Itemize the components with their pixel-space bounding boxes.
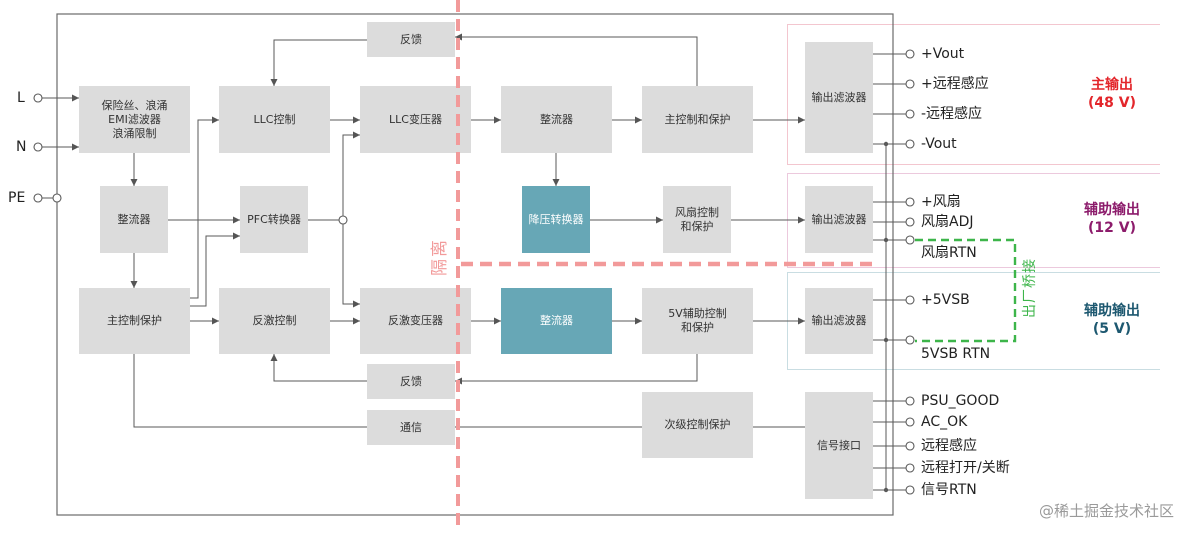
block-label-line: 5V辅助控制 — [668, 307, 727, 320]
block-label-line: PFC转换器 — [247, 212, 301, 226]
isolation-label: 隔离 — [430, 238, 450, 276]
block-label-line: EMI滤波器 — [108, 112, 161, 126]
block-label-line: 整流器 — [540, 112, 573, 126]
llc-transformer-block: LLC变压器 — [360, 86, 471, 153]
input-label-l: L — [17, 90, 25, 106]
output-label-fan-plus: +风扇 — [921, 194, 961, 210]
aux-12v-output-filter-block: 输出滤波器 — [805, 186, 873, 253]
feedback-top-block: 反馈 — [367, 22, 455, 57]
group-voltage: (12 V) — [1088, 220, 1136, 236]
block-label-line: 风扇控制 — [675, 205, 719, 219]
wire-primary-control-to-communication — [133, 354, 367, 428]
watermark: @稀土掘金技术社区 — [1038, 502, 1174, 520]
flyback-transformer-block: 反激变压器 — [360, 288, 471, 354]
output-label-vout-minus: -Vout — [921, 136, 957, 152]
output-label-5vsb-rtn: 5VSB RTN — [921, 346, 991, 362]
block-label-line: 整流器 — [540, 314, 573, 327]
block-label-line: LLC变压器 — [389, 112, 442, 126]
secondary-control-protection-block: 次级控制保护 — [642, 392, 753, 458]
block-label-line: 降压转换器 — [528, 212, 584, 226]
primary-control-protection-block: 主控制保护 — [79, 288, 190, 354]
wire-bus-to-llc-transformer — [342, 131, 360, 216]
output-label-remote-sense: 远程感应 — [921, 438, 977, 454]
feedback-bottom-block: 反馈 — [367, 364, 455, 399]
wire-feedback-to-flyback-control — [270, 354, 367, 382]
output-label-remote-sense-plus: +远程感应 — [921, 76, 989, 92]
block-label-line: 和保护 — [681, 321, 714, 334]
input-label-pe: PE — [8, 190, 26, 206]
return-bus — [883, 141, 889, 493]
group-title: 主输出 — [1091, 77, 1133, 93]
main-output-pins — [873, 49, 915, 149]
output-label-signal-rtn: 信号RTN — [921, 482, 977, 498]
output-label-5vsb: +5VSB — [921, 292, 970, 308]
main-output-title: 主输出 (48 V) — [1052, 76, 1172, 112]
aux-5v-output-filter-block: 输出滤波器 — [805, 288, 873, 354]
block-label-line: 保险丝、浪涌 — [101, 98, 168, 112]
input-label-n: N — [16, 139, 27, 155]
flyback-control-block: 反激控制 — [219, 288, 330, 354]
wire-main-control-to-feedback — [455, 33, 698, 86]
psu-enclosure-frame — [56, 13, 894, 516]
block-label-line: 通信 — [400, 420, 422, 434]
block-label-line: 浪涌限制 — [112, 126, 157, 140]
block-label-line: 次级控制保护 — [664, 418, 731, 431]
main-output-filter-block: 输出滤波器 — [805, 42, 873, 153]
input-terminal-n — [33, 142, 43, 152]
main-output-region — [787, 24, 1160, 165]
block-label-line: 整流器 — [117, 212, 151, 226]
llc-control-block: LLC控制 — [219, 86, 330, 153]
output-label-remote-sense-minus: -远程感应 — [921, 106, 983, 122]
pfc-bus-node — [338, 215, 348, 225]
group-voltage: (48 V) — [1088, 95, 1136, 111]
communication-block: 通信 — [367, 410, 455, 445]
aux-5v-control-protection-block: 5V辅助控制 和保护 — [642, 288, 753, 354]
block-label-line: LLC控制 — [253, 112, 296, 126]
aux-12v-output-pins — [873, 197, 915, 245]
wire-feedback-to-llc-control — [270, 39, 367, 86]
factory-bridge-label: 出厂桥接 — [1022, 258, 1038, 318]
input-rectifier-block: 整流器 — [100, 186, 168, 253]
block-label-line: 主控制保护 — [107, 314, 162, 327]
block-label-line: 信号接口 — [817, 438, 861, 452]
block-label-line: 和保护 — [680, 219, 714, 233]
wire-primary-control-to-pfc — [190, 232, 240, 307]
output-label-remote-on-off: 远程打开/关断 — [921, 460, 1010, 476]
wire-bus-to-flyback-transformer — [342, 224, 360, 308]
block-label-line: 反激变压器 — [388, 314, 443, 327]
wire-5v-control-to-feedback — [455, 354, 698, 385]
group-title: 辅助输出 — [1084, 202, 1140, 218]
buck-converter-block: 降压转换器 — [522, 186, 590, 253]
main-rectifier-block: 整流器 — [501, 86, 612, 153]
block-label-line: 反馈 — [400, 374, 422, 388]
wire-primary-control-to-llc-control — [190, 116, 219, 299]
block-label-line: 输出滤波器 — [811, 314, 867, 327]
block-label-line: 主控制和保护 — [664, 112, 731, 126]
block-label-line: 反激控制 — [252, 314, 297, 327]
group-title: 辅助输出 — [1084, 303, 1140, 319]
fuse-surge-emi-filter-block: 保险丝、浪涌 EMI滤波器 浪涌限制 — [79, 86, 190, 153]
output-label-fan-rtn: 风扇RTN — [921, 245, 977, 261]
aux-5v-output-title: 辅助输出 (5 V) — [1052, 302, 1172, 338]
pfc-converter-block: PFC转换器 — [240, 186, 308, 253]
signal-interface-block: 信号接口 — [805, 392, 873, 499]
main-control-protection-block: 主控制和保护 — [642, 86, 753, 153]
aux-5v-output-pins — [873, 295, 915, 345]
output-label-fan-adj: 风扇ADJ — [921, 214, 974, 230]
signal-output-pins — [873, 396, 915, 495]
block-label-line: 输出滤波器 — [811, 90, 867, 104]
pe-frame-terminal — [52, 193, 62, 203]
aux-5v-rectifier-block: 整流器 — [501, 288, 612, 354]
aux-12v-output-title: 辅助输出 (12 V) — [1052, 201, 1172, 237]
fan-control-protection-block: 风扇控制 和保护 — [663, 186, 731, 253]
group-voltage: (5 V) — [1092, 321, 1132, 337]
output-label-ac-ok: AC_OK — [921, 414, 968, 430]
output-label-vout-plus: +Vout — [921, 46, 965, 62]
input-terminal-pe — [33, 193, 43, 203]
output-label-psu-good: PSU_GOOD — [921, 393, 1000, 409]
input-terminal-l — [33, 93, 43, 103]
block-label-line: 输出滤波器 — [811, 212, 867, 226]
block-label-line: 反馈 — [400, 32, 422, 46]
